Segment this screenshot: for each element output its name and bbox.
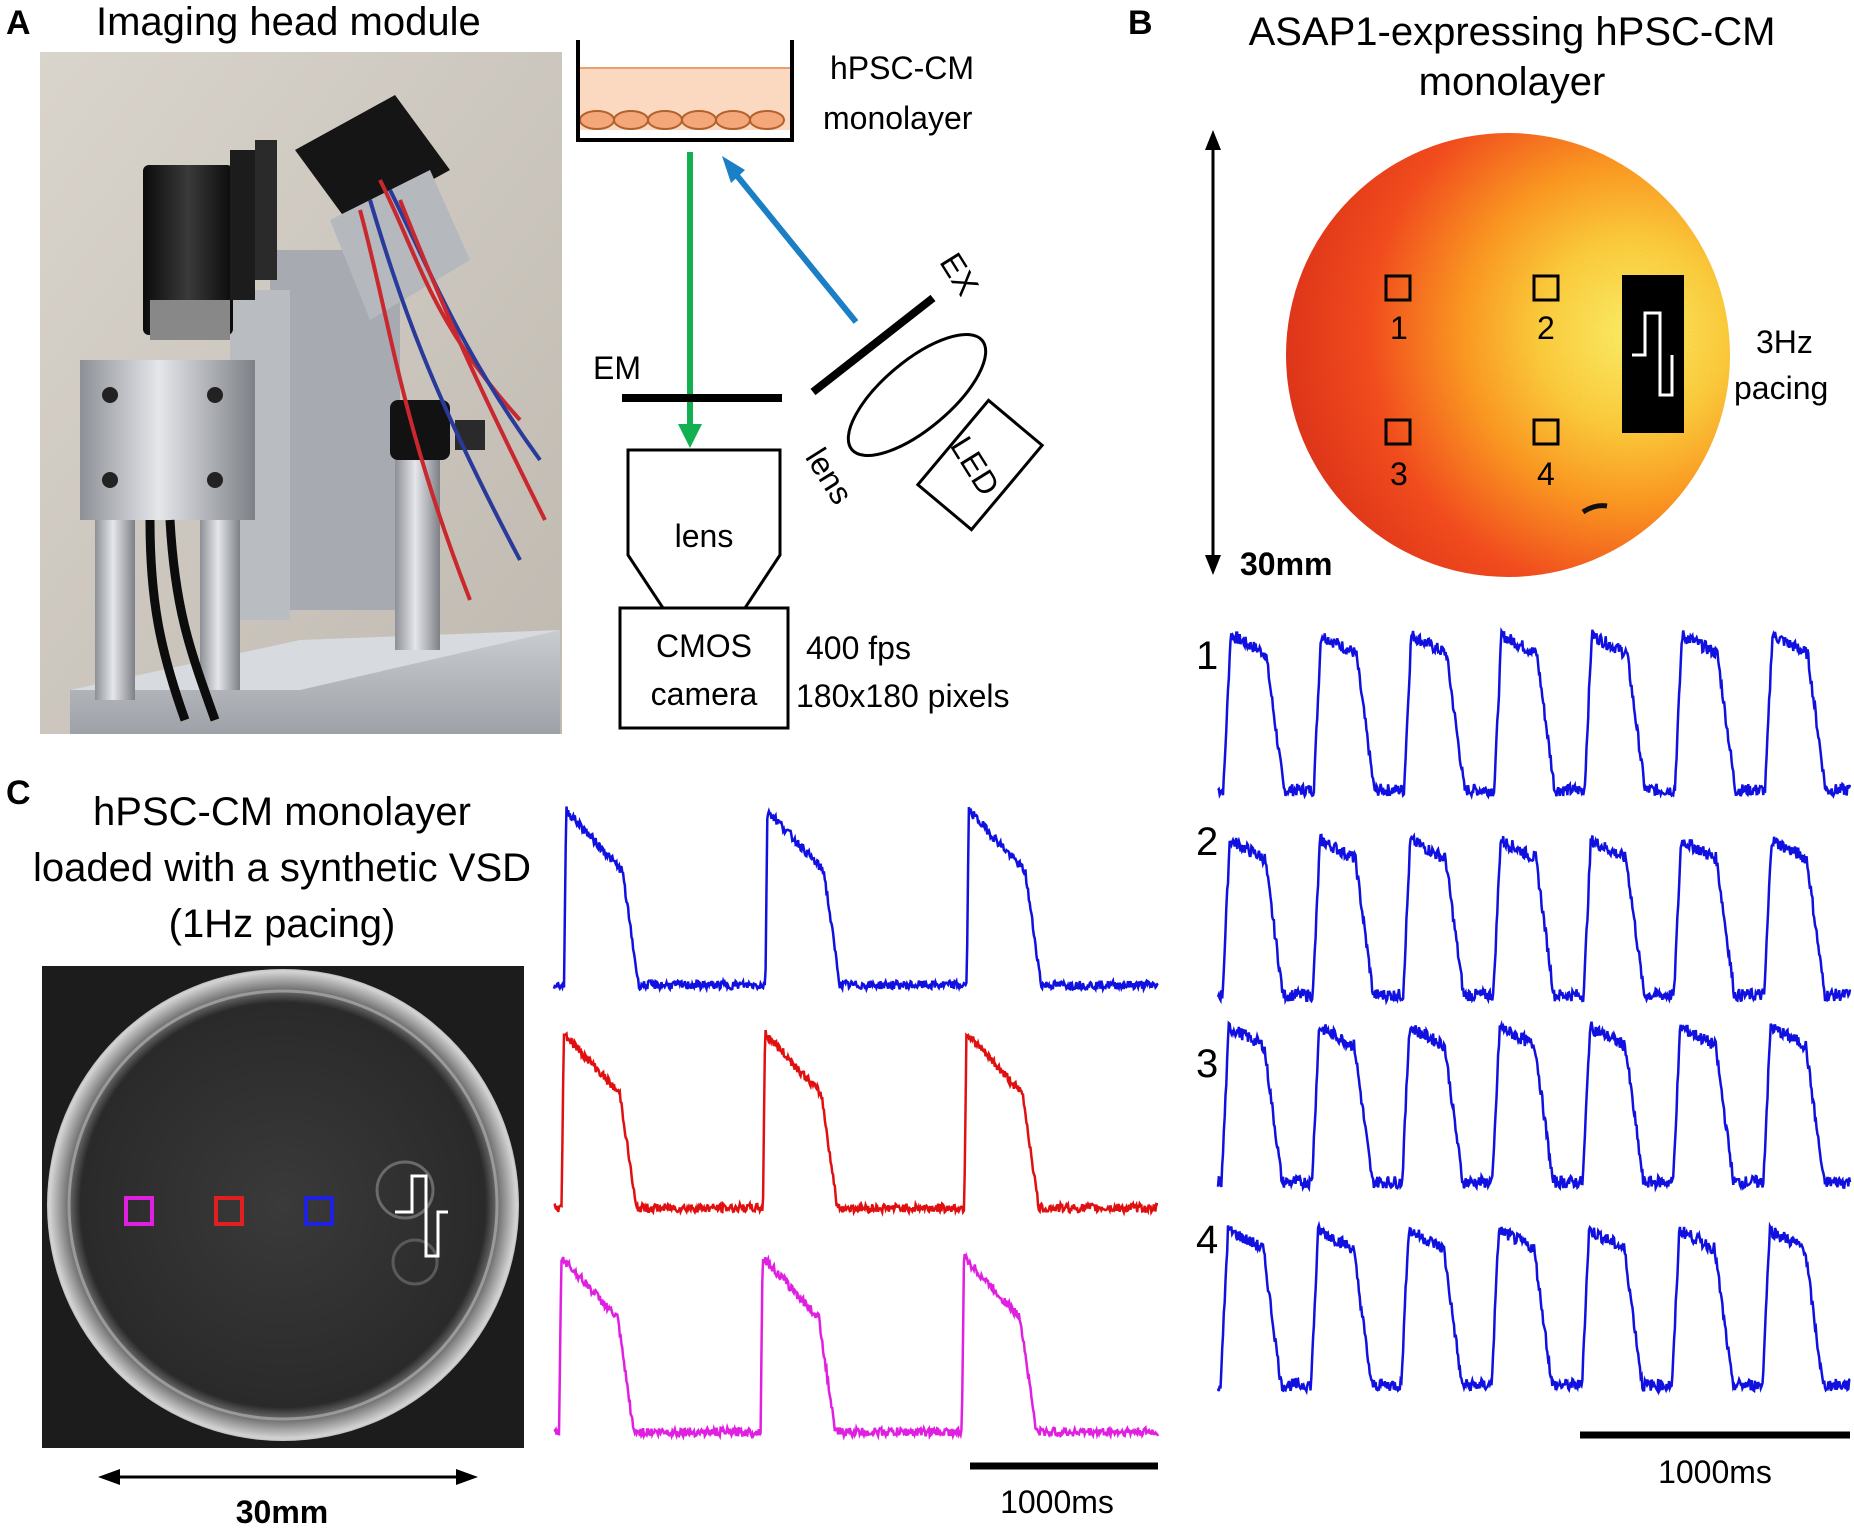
culture-dish (47, 969, 519, 1441)
trace-label-2: 2 (1196, 820, 1219, 864)
panel-c-scale-label: 30mm (235, 1494, 329, 1530)
panel-b-scalebar-label: 1000ms (1658, 1454, 1772, 1490)
camera-lens-label: lens (674, 518, 734, 554)
roi-1 (1384, 274, 1412, 302)
panel-b-trace-2 (1216, 832, 1852, 1006)
trace-label-1: 1 (1196, 634, 1219, 678)
pixels-label: 180x180 pixels (796, 678, 1010, 714)
panel-b-letter: B (1128, 4, 1153, 42)
roi-magenta (124, 1196, 154, 1226)
panel-c-title-2: loaded with a synthetic VSD (32, 846, 532, 890)
roi-label-4: 4 (1537, 456, 1555, 492)
panel-b-trace-3 (1216, 1019, 1852, 1193)
fluorescence-disk (1286, 133, 1730, 577)
trace-label-4: 4 (1196, 1218, 1219, 1262)
camera-label-2: camera (650, 676, 758, 712)
dish-label-1: hPSC-CM (830, 50, 975, 86)
panel-c-trace-3 (553, 1251, 1160, 1441)
panel-c-title-3: (1Hz pacing) (168, 902, 396, 946)
roi-label-1: 1 (1390, 310, 1408, 346)
roi-4 (1532, 418, 1560, 446)
panel-b-title-2: monolayer (1418, 60, 1606, 104)
roi-2 (1532, 274, 1560, 302)
panel-a-title: Imaging head module (96, 0, 481, 44)
roi-red (214, 1196, 244, 1226)
pacing-symbol (395, 1174, 448, 1258)
panel-c-trace-1 (552, 806, 1159, 994)
panel-b-trace-1 (1217, 626, 1852, 801)
panel-b-scale-label: 30mm (1240, 546, 1333, 582)
roi-label-3: 3 (1390, 456, 1408, 492)
roi-blue (304, 1196, 334, 1226)
panel-c-trace-2 (553, 1029, 1158, 1218)
em-label: EM (593, 350, 641, 386)
ex-label: EX (932, 246, 986, 302)
panel-c-letter: C (6, 774, 31, 812)
panel-a-letter: A (6, 4, 31, 42)
panel-b-title-1: ASAP1-expressing hPSC-CM (1248, 10, 1776, 54)
pacing-electrode (1622, 275, 1684, 433)
pacing-label-2: pacing (1734, 370, 1829, 406)
fps-label: 400 fps (806, 630, 911, 666)
panel-c-title-1: hPSC-CM monolayer (93, 790, 471, 834)
camera-label-1: CMOS (656, 628, 752, 664)
panel-b-trace-4 (1216, 1220, 1851, 1396)
pacing-label-1: 3Hz (1756, 324, 1813, 360)
led-label: LED (943, 430, 1007, 502)
dish-medium (580, 68, 790, 130)
lens-rotated-label: lens (798, 441, 861, 511)
trace-label-3: 3 (1196, 1042, 1219, 1086)
excitation-arrow (731, 170, 859, 324)
roi-label-2: 2 (1537, 310, 1555, 346)
ex-filter (810, 294, 936, 396)
dish-outline (576, 40, 794, 142)
cell-layer (579, 110, 785, 130)
roi-3 (1384, 418, 1412, 446)
dish-label-2: monolayer (823, 100, 973, 136)
panel-c-scalebar-label: 1000ms (1000, 1484, 1114, 1520)
